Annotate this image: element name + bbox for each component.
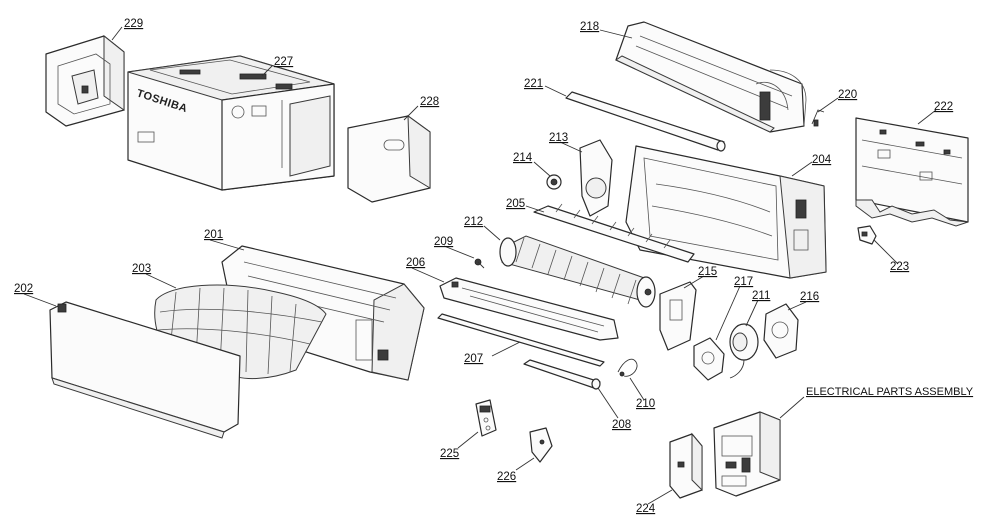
label-221: 221 [524,78,543,90]
part-220-clip [811,109,825,127]
label-215: 215 [698,266,717,278]
part-227-carton [127,55,335,191]
part-229-box [45,34,125,127]
part-225-remote-control [475,399,497,437]
label-223: 223 [890,261,909,273]
part-223-bracket [857,225,877,245]
label-213: 213 [549,132,568,144]
label-electrical-parts-assembly: ELECTRICAL PARTS ASSEMBLY [806,386,974,398]
label-214: 214 [513,152,533,164]
label-220: 220 [838,89,857,101]
part-218-heat-exchanger [614,21,807,133]
part-217-motor-mount [693,337,725,381]
label-224: 224 [636,503,656,515]
part-labels: 229 227 228 218 221 220 222 213 214 204 … [14,18,974,515]
label-206: 206 [406,257,425,269]
part-213-side-bracket [579,139,613,217]
label-209: 209 [434,236,453,248]
label-203: 203 [132,263,151,275]
part-216-motor-cover [763,303,799,359]
part-226-remote-holder [529,427,553,463]
part-208-pipe [523,359,601,390]
leader-lines [23,26,937,505]
label-204: 204 [812,154,832,166]
label-225: 225 [440,448,459,460]
part-211-fan-motor [729,323,759,379]
part-209-screw [474,258,485,269]
part-215-bracket [659,281,697,351]
part-221-pipe [565,91,726,152]
part-222-mounting-plate [855,117,969,227]
part-207-rod [437,313,605,367]
part-210-hose [617,358,638,377]
part-206-drain-pan [439,277,619,341]
electrical-parts-assembly [713,411,781,497]
label-227: 227 [274,56,293,68]
label-229: 229 [124,18,143,30]
label-222: 222 [934,101,953,113]
label-211: 211 [752,290,770,302]
part-204-chassis [625,145,827,279]
label-228: 228 [420,96,439,108]
label-210: 210 [636,398,655,410]
part-228-cover [347,114,431,203]
label-212: 212 [464,216,483,228]
label-202: 202 [14,283,33,295]
label-201: 201 [204,229,223,241]
part-205-louver [533,203,695,263]
label-207: 207 [464,353,483,365]
part-212-cross-flow-fan [499,235,656,308]
part-214-bearing [546,174,562,190]
label-205: 205 [506,198,525,210]
label-218: 218 [580,21,599,33]
label-216: 216 [800,291,819,303]
part-202-front-panel [49,301,241,439]
label-208: 208 [612,419,631,431]
label-217: 217 [734,276,753,288]
label-226: 226 [497,471,516,483]
part-224-terminal-cover [669,432,703,499]
